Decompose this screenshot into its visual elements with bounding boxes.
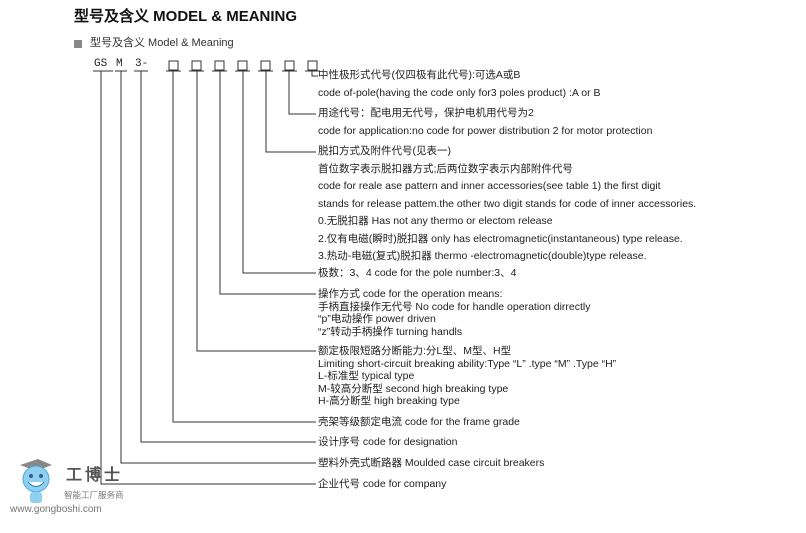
item-designation: 设计序号 code for designation [318,436,457,449]
item-release-pattern: 脱扣方式及附件代号(见表一) 首位数字表示脱扣器方式;后两位数字表示内部附件代号… [318,143,696,266]
item-text: 首位数字表示脱扣器方式;后两位数字表示内部附件代号 [318,162,573,175]
item-breaking-ability: 额定极限短路分断能力:分L型、M型、H型 Limiting short-circ… [318,345,616,408]
item-text: 2.仅有电磁(瞬时)脱扣器 only has electromagnetic(i… [318,232,683,245]
item-text: 0.无脱扣器 Has not any thermo or electom rel… [318,215,553,227]
item-text: M-较高分断型 second high breaking type [318,382,509,395]
item-text: 脱扣方式及附件代号(见表一) [318,145,451,157]
item-text: L-标准型 typical type [318,370,415,382]
item-text: code of-pole(having the code only for3 p… [318,86,601,99]
code-boxes [166,60,320,72]
item-text: 3.热动-电磁(复式)脱扣器 thermo -electromagnetic(d… [318,250,647,262]
item-pole-number: 极数：3、4 code for the pole number:3、4 [318,267,516,280]
item-operation: 操作方式 code for the operation means: 手柄直接操… [318,288,591,338]
code-company: GS [94,58,108,70]
item-text: “z”转动手柄操作 turning handls [318,325,463,338]
item-text: 额定极限短路分断能力:分L型、M型、H型 [318,345,512,357]
item-text: code for reale ase pattern and inner acc… [318,180,661,192]
item-text: Limiting short-circuit breaking ability:… [318,357,617,370]
item-company: 企业代号 code for company [318,478,446,491]
section-subtitle: 型号及含义 Model & Meaning [90,37,234,49]
item-product-type: 塑料外壳式断路器 Moulded case circuit breakers [318,457,544,470]
item-neutral-pole: 中性极形式代号(仅四极有此代号):可选A或B code of-pole(havi… [318,67,601,102]
logo-tagline: 智能工厂服务商 [64,490,124,500]
item-text: 极数：3、4 code for the pole number:3、4 [318,267,517,279]
item-text: 塑料外壳式断路器 Moulded case circuit breakers [318,457,545,469]
item-text: 设计序号 code for designation [318,436,458,448]
bullet-square [74,40,82,48]
page-title: 型号及含义 MODEL & MEANING [74,8,298,25]
mascot-icon [20,459,52,503]
item-frame-grade: 壳架等级额定电流 code for the frame grade [318,416,520,429]
logo-name: 工博士 [66,467,124,484]
code-type: M [116,58,123,70]
logo-url: www.gongboshi.com [10,504,102,515]
code-design: 3- [135,58,149,70]
item-text: 壳架等级额定电流 code for the frame grade [318,416,520,428]
item-text: 中性极形式代号(仅四极有此代号):可选A或B [318,69,521,81]
item-text: “p”电动操作 power driven [318,313,436,325]
item-text: stands for release pattem.the other two … [318,197,697,210]
item-application: 用途代号：配电用无代号，保护电机用代号为2 code for applicati… [318,105,652,140]
item-text: 操作方式 code for the operation means: [318,288,503,300]
item-text: 企业代号 code for company [318,478,447,490]
item-text: code for application:no code for power d… [318,124,653,137]
item-text: 用途代号：配电用无代号，保护电机用代号为2 [318,107,534,119]
item-text: H-高分断型 high breaking type [318,395,460,407]
item-text: 手柄直接操作无代号 No code for handle operation d… [318,300,591,313]
